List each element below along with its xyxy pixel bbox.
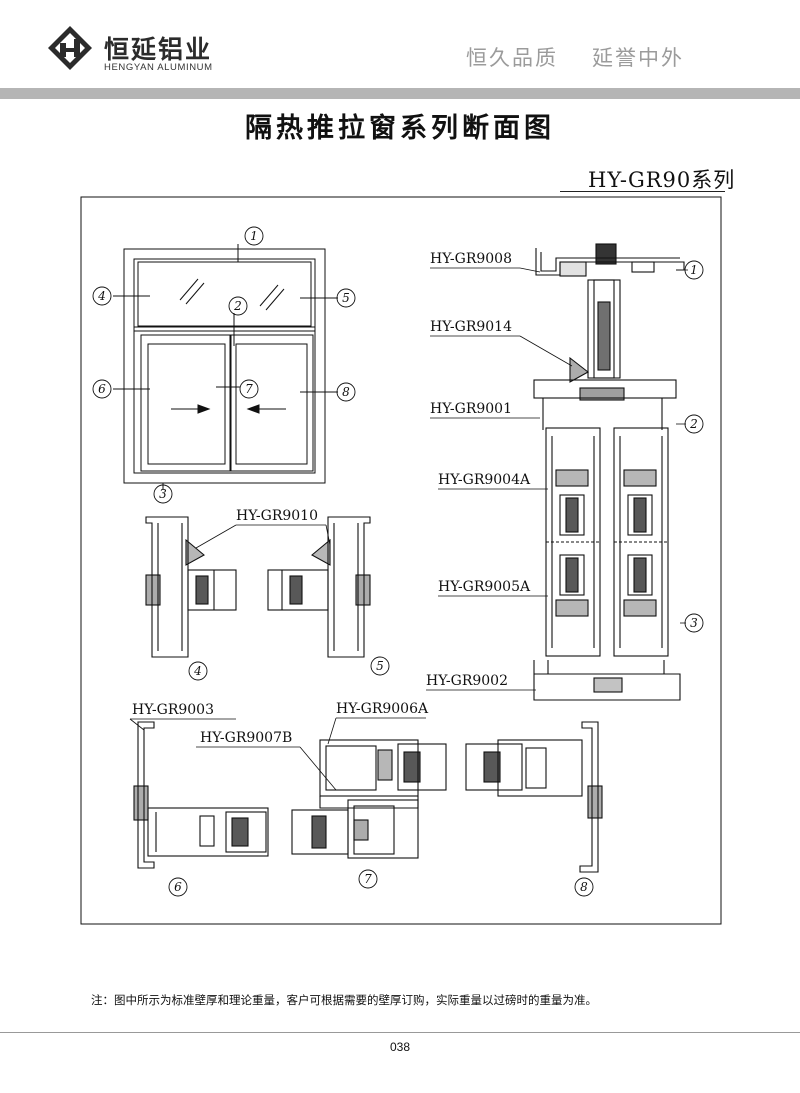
- hengyan-logo-icon: [48, 26, 92, 70]
- callout-8-elev: [336, 382, 356, 402]
- slogan-reputation: 延誉中外: [592, 46, 684, 70]
- callout-text-1: 1: [250, 229, 258, 243]
- profile-leaders: [129, 267, 688, 791]
- callout-numbers: 1 4 5 2 6 7 8 3 1 2 3 4 5 6 7 8: [97, 229, 698, 894]
- callout-text-2: 2: [233, 299, 242, 313]
- callout-3-vs: [684, 613, 704, 633]
- label-gr9010: HY-GR9010: [236, 508, 318, 524]
- footnote: 注：图中所示为标准壁厚和理论重量，客户可根据需要的壁厚订购，实际重量以过磅时的重…: [91, 993, 597, 1007]
- label-gr9002: HY-GR9002: [426, 673, 508, 689]
- label-gr9007b: HY-GR9007B: [200, 730, 292, 746]
- callout-text-8-hs: 8: [580, 880, 588, 894]
- callout-2-elev: [228, 296, 248, 316]
- callout-text-6-hs: 6: [174, 880, 182, 894]
- callout-3-elev: [153, 484, 173, 504]
- vertical-section: [533, 243, 685, 701]
- callout-5-elev: [336, 288, 356, 308]
- callout-text-7-hs: 7: [364, 872, 372, 886]
- profile-codes: HY-GR9008 HY-GR9014 HY-GR9001 HY-GR9004A…: [132, 251, 531, 746]
- callout-7-elev: [239, 379, 259, 399]
- label-gr9008: HY-GR9008: [430, 251, 512, 267]
- callout-text-4-jamb: 4: [193, 664, 202, 678]
- callout-text-3-vs: 3: [690, 616, 698, 630]
- series-label: HY-GR90系列: [588, 168, 736, 192]
- callout-text-5: 5: [342, 291, 350, 305]
- label-gr9014: HY-GR9014: [430, 319, 512, 335]
- callout-4-elev: [92, 286, 112, 306]
- callout-6-elev: [92, 379, 112, 399]
- jamb-section-left: [145, 516, 237, 658]
- horizontal-section: [133, 721, 603, 873]
- callout-text-4: 4: [97, 289, 106, 303]
- label-gr9003: HY-GR9003: [132, 702, 214, 718]
- brand-name-en: HENGYAN ALUMINUM: [104, 62, 213, 73]
- callout-text-6: 6: [98, 382, 106, 396]
- window-elevation: [123, 248, 326, 484]
- callout-text-5-jamb: 5: [376, 659, 384, 673]
- slogan-quality: 恒久品质: [466, 46, 558, 70]
- callout-1-elev: [244, 226, 264, 246]
- callout-text-1-vs: 1: [690, 263, 698, 277]
- callout-7-hs: [358, 869, 378, 889]
- label-gr9006a: HY-GR9006A: [336, 701, 429, 717]
- callout-4-jamb: [188, 661, 208, 681]
- callout-text-8: 8: [342, 385, 350, 399]
- series-underline: [560, 191, 725, 192]
- brand-name-cn: 恒延铝业: [104, 35, 213, 64]
- callout-text-2-vs: 2: [689, 417, 698, 431]
- header-band: [0, 88, 800, 99]
- page-title: 隔热推拉窗系列断面图: [245, 113, 555, 144]
- footer-rule: [0, 1032, 800, 1033]
- label-gr9005a: HY-GR9005A: [438, 579, 531, 595]
- jamb-section-right: [267, 516, 371, 658]
- callout-text-7: 7: [245, 382, 253, 396]
- page-header: 恒延铝业 HENGYAN ALUMINUM 恒久品质 延誉中外: [0, 0, 800, 88]
- callout-2-vs: [684, 414, 704, 434]
- callout-markers: [92, 226, 704, 897]
- page-number: 038: [389, 1040, 411, 1054]
- callout-5-jamb: [370, 656, 390, 676]
- callout-text-3: 3: [159, 487, 167, 501]
- label-gr9001: HY-GR9001: [430, 401, 512, 417]
- elevation-leaders: [113, 244, 338, 490]
- drawing-frame: [80, 196, 722, 925]
- callout-6-hs: [168, 877, 188, 897]
- callout-1-vs: [684, 260, 704, 280]
- label-gr9004a: HY-GR9004A: [438, 472, 531, 488]
- callout-8-hs: [574, 877, 594, 897]
